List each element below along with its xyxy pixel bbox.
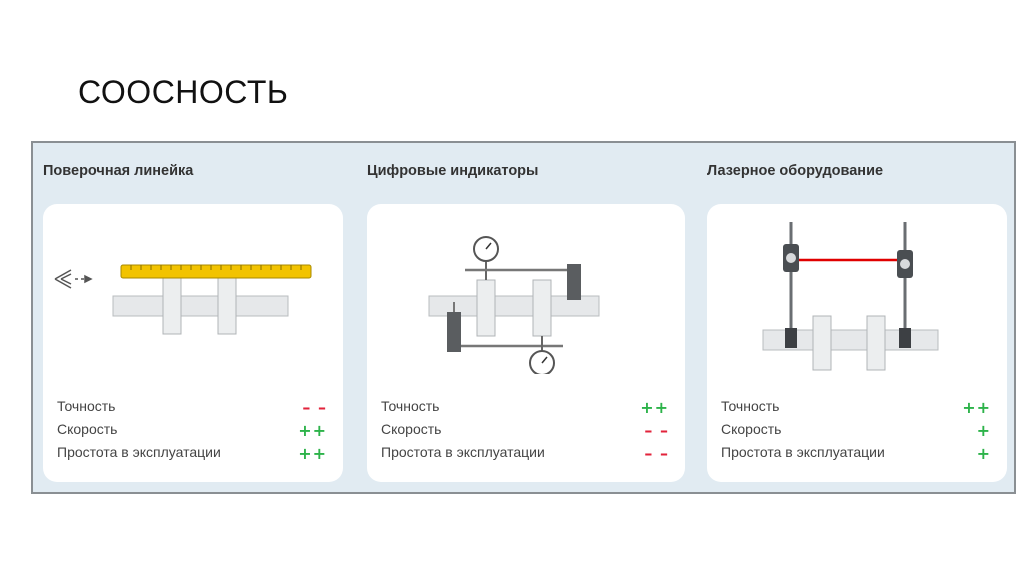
rating-label: Точность — [721, 398, 780, 414]
rating-label: Простота в эксплуатации — [57, 444, 221, 460]
laser-alignment-icon — [762, 222, 939, 371]
slide-title: СООСНОСТЬ — [78, 74, 289, 110]
method-card-laser: Точность ++ Скорость + Простота в эксплу… — [707, 204, 1007, 482]
rating-label: Точность — [381, 398, 440, 414]
rating-score: + — [976, 444, 991, 463]
method-title-straightedge: Поверочная линейка — [43, 163, 194, 179]
rating-score: ++ — [640, 398, 669, 417]
rating-score: ++ — [298, 444, 327, 463]
rating-label: Скорость — [57, 421, 118, 437]
rating-label: Скорость — [721, 421, 782, 437]
rating-label: Простота в эксплуатации — [721, 444, 885, 460]
rating-label: Скорость — [381, 421, 442, 437]
rating-label: Точность — [57, 398, 116, 414]
comparison-panel: Поверочная линейка — [31, 141, 1016, 494]
method-title-laser: Лазерное оборудование — [707, 163, 884, 179]
rating-score: ++ — [962, 398, 991, 417]
method-title-dial-indicators: Цифровые индикаторы — [367, 163, 539, 179]
rating-score: – – — [302, 398, 327, 417]
rating-score: ++ — [298, 421, 327, 440]
method-card-straightedge: Точность – – Скорость ++ Простота в эксп… — [43, 204, 343, 482]
rating-label: Простота в эксплуатации — [381, 444, 545, 460]
straightedge-ruler-icon — [54, 264, 312, 335]
rating-score: – – — [644, 444, 669, 463]
rating-score: + — [976, 421, 991, 440]
dial-indicator-icon — [428, 236, 600, 374]
rating-score: – – — [644, 421, 669, 440]
method-card-dial-indicators: Точность ++ Скорость – – Простота в эксп… — [367, 204, 685, 482]
